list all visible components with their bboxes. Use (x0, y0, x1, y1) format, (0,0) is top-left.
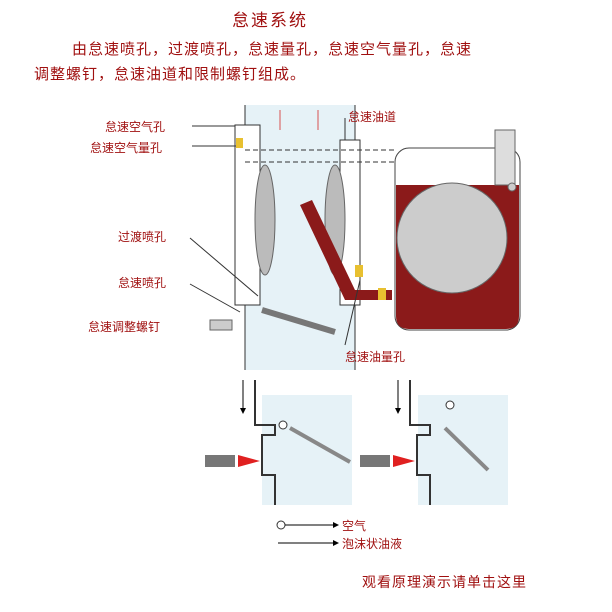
label-idle-fuel-passage: 怠速油道 (348, 110, 397, 124)
legend-foam-fuel: 泡沫状油液 (342, 537, 403, 551)
demo-link[interactable]: 观看原理演示请单击这里 (362, 575, 527, 591)
description-line-1: 由怠速喷孔，过渡喷孔，怠速量孔，怠速空气量孔，怠速 (72, 40, 473, 58)
legend-air: 空气 (342, 519, 367, 533)
title: 怠速系统 (232, 11, 308, 31)
label-idle-air-hole: 怠速空气孔 (105, 120, 166, 134)
venturi-left (254, 164, 276, 276)
adjust-screw (209, 319, 233, 331)
throttle-plate (261, 307, 336, 335)
label-idle-jet: 怠速喷孔 (118, 276, 167, 290)
label-transition-jet: 过渡喷孔 (118, 230, 167, 244)
detail-diagram-left (205, 380, 352, 505)
detail-diagram-right (360, 380, 508, 505)
label-idle-air-metering-hole: 怠速空气量孔 (90, 141, 163, 155)
label-idle-adjust-screw: 怠速调整螺钉 (88, 320, 161, 334)
air-legend-icon (276, 520, 286, 530)
description-line-2: 调整螺钉，怠速油道和限制螺钉组成。 (34, 65, 307, 83)
fuel-passage (300, 200, 392, 300)
label-idle-fuel-metering-hole: 怠速油量孔 (345, 350, 406, 364)
air-metering-jet (236, 138, 243, 148)
float (396, 182, 508, 294)
